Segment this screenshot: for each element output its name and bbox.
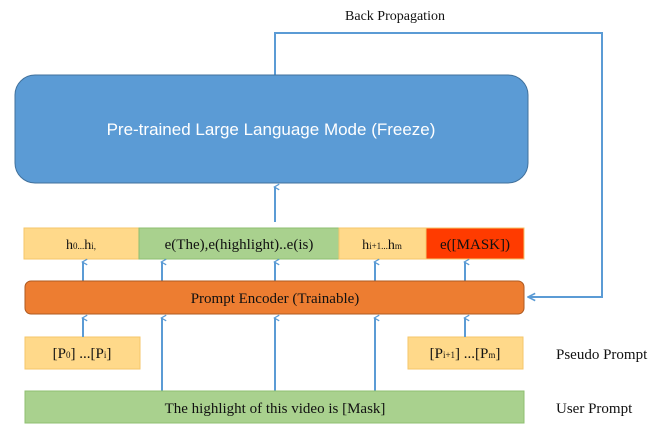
token-h0-hi-text: h0...hi, <box>66 238 96 253</box>
prompt-encoder-box <box>24 280 525 315</box>
pseudo-prompt-pi1-pm-text: [Pi+1] ...[Pm] <box>430 346 501 362</box>
encoder-output-arrows <box>83 262 465 281</box>
back-propagation-line <box>274 32 603 297</box>
prompt-encoder-label: Prompt Encoder (Trainable) <box>191 291 360 307</box>
back-propagation-label: Back Propagation <box>345 9 445 24</box>
token-cell-user-embeddings <box>138 227 340 260</box>
token-cell-hi1-hm <box>338 227 427 260</box>
llm-label: Pre-trained Large Language Mode (Freeze) <box>107 120 436 139</box>
user-prompt-side-label: User Prompt <box>556 401 633 417</box>
pseudo-prompt-box-p0-pi <box>24 336 141 370</box>
pseudo-prompt-p0-pi-text: [P0] ...[Pi] <box>53 346 112 362</box>
pseudo-prompt-side-label: Pseudo Prompt <box>556 347 648 363</box>
token-hi1-hm-text: hi+1...hm <box>362 238 402 253</box>
pseudo-prompt-box-pi1-pm <box>407 336 524 370</box>
token-cell-h0-hi <box>23 227 140 260</box>
token-row: h0...hi, e(The),e(highlight)..e(is) hi+1… <box>23 227 525 260</box>
encoder-input-arrows <box>83 318 465 391</box>
token-user-embeddings-text: e(The),e(highlight)..e(is) <box>165 237 314 253</box>
user-prompt-text: The highlight of this video is [Mask] <box>165 401 386 417</box>
user-prompt-box <box>24 390 525 424</box>
token-mask-embedding-text: e([MASK]) <box>440 237 510 253</box>
token-cell-mask-embedding <box>425 227 525 260</box>
llm-box <box>14 74 529 184</box>
